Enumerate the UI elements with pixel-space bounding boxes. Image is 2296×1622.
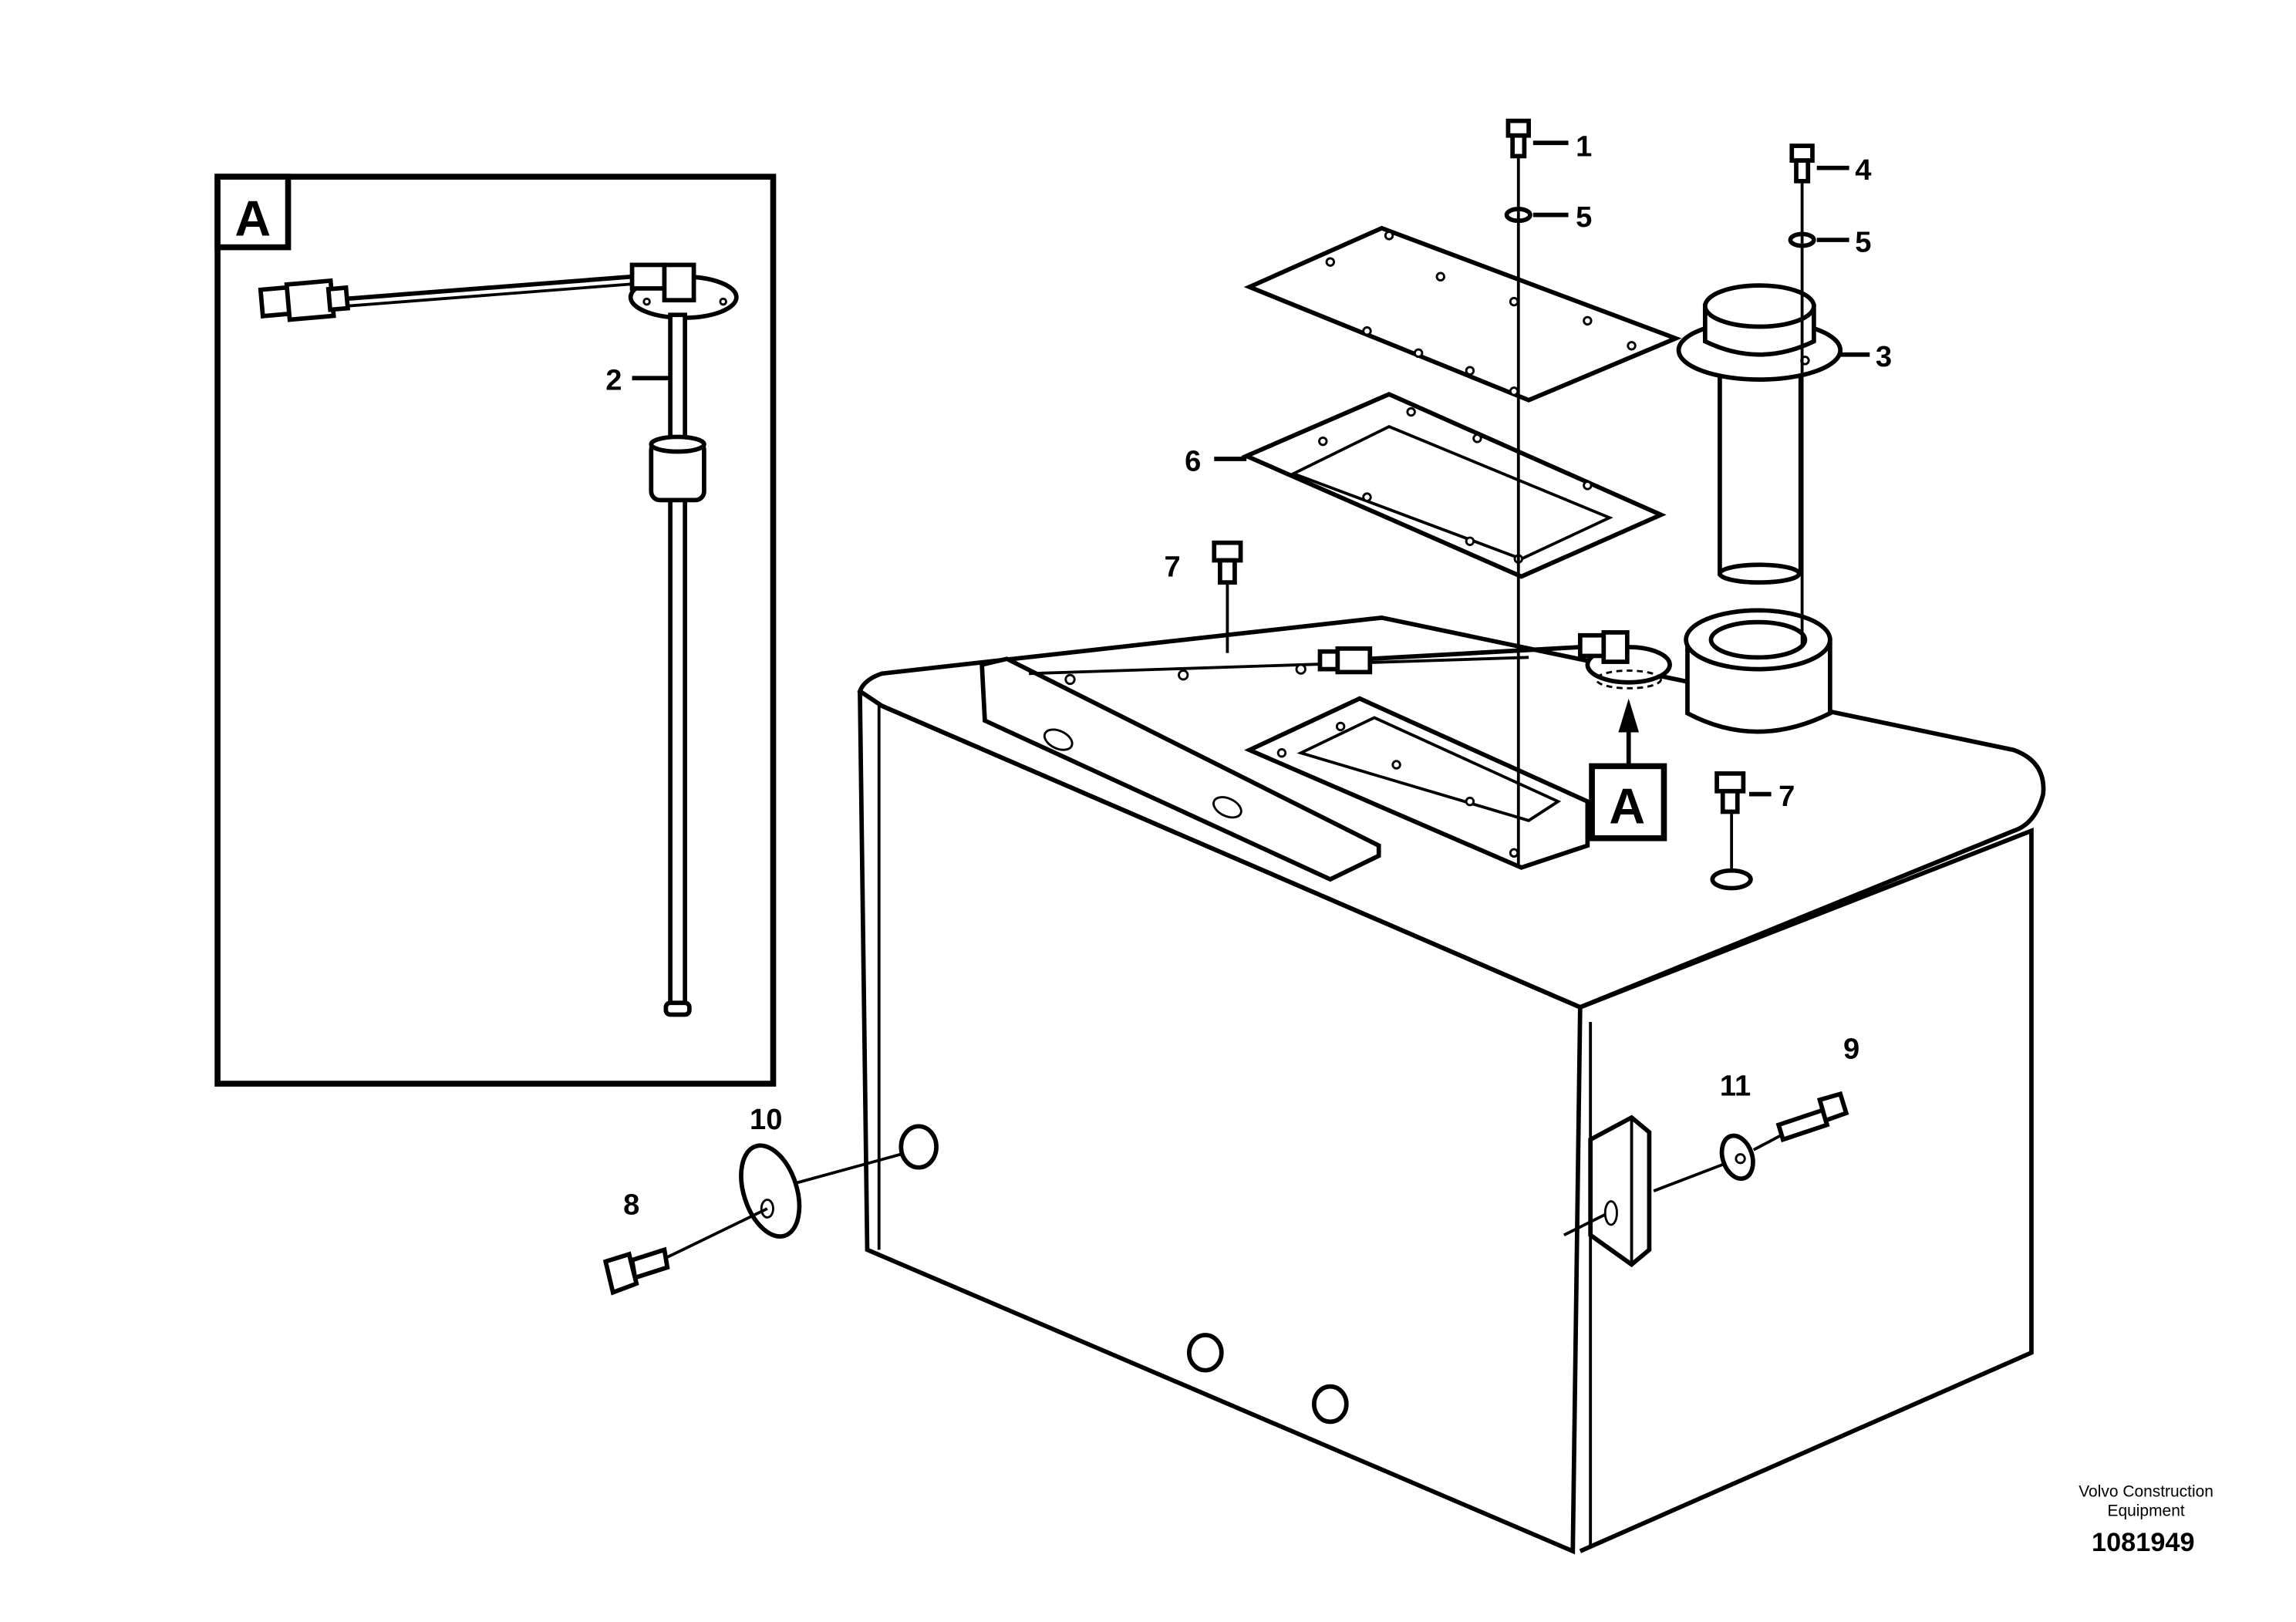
tank-bracket (979, 656, 1529, 882)
reference-marker-a-label: A (1609, 778, 1645, 835)
reference-marker-a: A (1589, 698, 1667, 841)
callout-11: 11 (1720, 1070, 1751, 1102)
callout-5b: 5 (1855, 226, 1871, 258)
callout-10: 10 (750, 1104, 782, 1136)
filler-cap (1676, 283, 1843, 585)
brand-line-1: Volvo Construction (2079, 1483, 2213, 1501)
bolt-7b (1714, 771, 1746, 814)
callout-6: 6 (1185, 445, 1201, 477)
detail-a-label: A (234, 190, 271, 246)
callout-leaders (1214, 140, 1870, 797)
washer-10 (739, 1143, 802, 1239)
callout-7a: 7 (1164, 551, 1180, 584)
detail-a-inset: A (214, 174, 777, 1087)
drawing-number: 1081949 (2092, 1528, 2195, 1557)
callout-4: 4 (1855, 154, 1871, 187)
boss-7b (1710, 868, 1753, 891)
callout-3: 3 (1876, 341, 1892, 373)
callout-1: 1 (1576, 130, 1592, 163)
detail-a-label-box (214, 174, 292, 251)
cover-plate (1243, 225, 1682, 403)
bolt-9 (1775, 1091, 1849, 1143)
callout-8: 8 (623, 1189, 639, 1222)
fuel-level-sender-detail (258, 262, 739, 1017)
side-bracket (1588, 1114, 1652, 1268)
callout-7b: 7 (1778, 781, 1795, 813)
gasket (1241, 392, 1667, 579)
bolt-7a (1212, 540, 1243, 585)
callout-5a: 5 (1576, 201, 1592, 234)
bolt-1 (1505, 118, 1531, 159)
fuel-level-sender-installed (1317, 630, 1672, 690)
washer-11 (1719, 1133, 1755, 1182)
assembly-lines (663, 156, 1804, 1260)
bolt-8 (602, 1246, 670, 1296)
tank-access-opening (1244, 696, 1590, 870)
brand-line-2: Equipment (2108, 1502, 2185, 1519)
filler-neck-base (1684, 608, 1832, 734)
callout-2: 2 (605, 364, 622, 396)
callout-9: 9 (1843, 1034, 1859, 1066)
bolt-4 (1789, 143, 1815, 184)
